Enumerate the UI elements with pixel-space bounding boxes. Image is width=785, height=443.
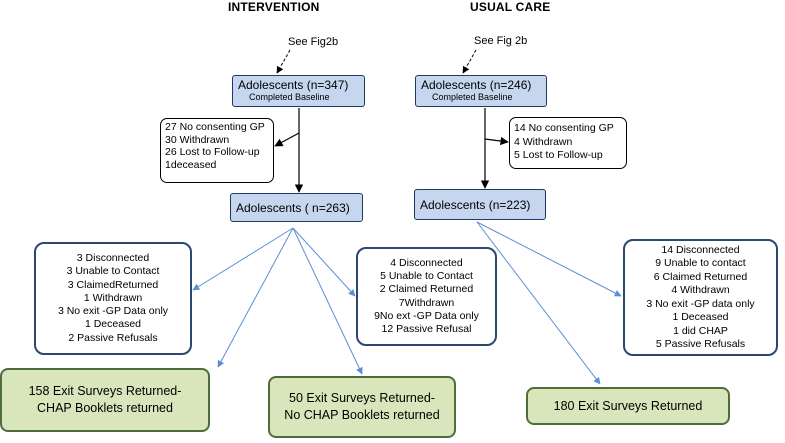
lost-item: 1 Withdrawn [83, 291, 143, 304]
intervention-lost-box-a: 3 Disconnected 3 Unable to Contact 3 Cla… [34, 242, 192, 355]
intervention-outcome-box-a: 158 Exit Surveys Returned- CHAP Booklets… [0, 368, 210, 432]
lost-item: 14 Disconnected [661, 243, 740, 256]
outcome-line: 158 Exit Surveys Returned- [28, 384, 182, 398]
outcome-line: 180 Exit Surveys Returned [553, 398, 703, 413]
intervention-lost-box-b: 4 Disconnected 5 Unable to Contact 2 Cla… [356, 247, 497, 346]
intervention-withdrawals-box: 27 No consenting GP 30 Withdrawn 26 Lost… [160, 118, 274, 183]
lost-item: 2 Claimed Returned [379, 283, 474, 296]
dashed-arrow-intervention [276, 49, 291, 74]
lost-item: 7Withdrawn [398, 296, 455, 309]
usual-care-followup-title: Adolescents (n=223) [420, 197, 531, 212]
dashed-arrow-usual-care [462, 49, 477, 74]
usual-care-lost-box: 14 Disconnected 9 Unable to contact 6 Cl… [623, 239, 778, 356]
see-fig-intervention: See Fig2b [288, 36, 339, 48]
heading-usual-care: USUAL CARE [470, 0, 551, 14]
usual-care-outcome-box: 180 Exit Surveys Returned [526, 387, 730, 425]
usual-care-withdrawal-item: 14 No consenting GP [514, 122, 614, 134]
see-fig-usual-care: See Fig 2b [474, 35, 528, 47]
lost-item: 3 ClaimedReturned [67, 278, 159, 291]
lost-item: 1 Deceased [84, 318, 142, 331]
intervention-withdrawal-item: 30 Withdrawn [165, 133, 230, 146]
arrow-int-to-lost-a [192, 227, 294, 291]
arrow-uc-to-outcome [476, 221, 601, 385]
intervention-baseline-box: Adolescents (n=347) Completed Baseline [232, 75, 365, 107]
arrow-uc-to-withdrawals [484, 136, 509, 146]
arrow-int-to-outcome-a [217, 227, 294, 368]
heading-intervention: INTERVENTION [228, 0, 320, 14]
intervention-withdrawal-item: 1deceased [165, 158, 217, 171]
lost-item: 6 Claimed Returned [653, 270, 748, 283]
lost-item: 1 Deceased [672, 311, 729, 323]
lost-item: 2 Passive Refusals [68, 331, 158, 344]
arrow-uc-to-lost [476, 221, 622, 297]
intervention-baseline-title: Adolescents (n=347) [238, 78, 349, 92]
lost-item: 1 did CHAP [673, 324, 728, 337]
arrow-int-to-lost-b [292, 227, 356, 297]
usual-care-withdrawals-box: 14 No consenting GP 4 Withdrawn 5 Lost t… [509, 117, 627, 169]
lost-item: 5 Passive Refusals [655, 338, 746, 350]
usual-care-baseline-subtitle: Completed Baseline [432, 92, 513, 102]
lost-item: 4 Disconnected [390, 256, 463, 269]
outcome-line: No CHAP Booklets returned [284, 408, 440, 422]
lost-item: 9 Unable to contact [655, 257, 746, 269]
intervention-withdrawal-item: 27 No consenting GP [165, 121, 265, 133]
usual-care-withdrawal-item: 5 Lost to Follow-up [514, 149, 603, 161]
lost-item: 5 Unable to Contact [380, 270, 473, 283]
arrow-int-to-outcome-b [292, 227, 363, 375]
lost-item: 12 Passive Refusal [381, 322, 472, 335]
lost-item: 4 Withdrawn [671, 284, 730, 296]
usual-care-baseline-box: Adolescents (n=246) Completed Baseline [415, 75, 547, 107]
usual-care-baseline-title: Adolescents (n=246) [421, 78, 532, 92]
lost-item: 3 No exit -GP data only [646, 297, 755, 310]
usual-care-withdrawal-item: 4 Withdrawn [514, 135, 573, 148]
usual-care-followup-box: Adolescents (n=223) [414, 189, 546, 220]
intervention-followup-title: Adolescents ( n=263) [236, 200, 350, 215]
intervention-baseline-subtitle: Completed Baseline [249, 92, 330, 102]
intervention-withdrawal-item: 26 Lost to Follow-up [165, 146, 260, 158]
lost-item: 3 Unable to Contact [66, 265, 160, 278]
intervention-followup-box: Adolescents ( n=263) [230, 193, 363, 222]
outcome-line: CHAP Booklets returned [37, 401, 173, 415]
outcome-line: 50 Exit Surveys Returned- [289, 391, 435, 405]
lost-item: 3 Disconnected [76, 252, 150, 265]
lost-item: 9No ext -GP Data only [374, 309, 479, 322]
intervention-outcome-box-b: 50 Exit Surveys Returned- No CHAP Bookle… [268, 376, 456, 438]
arrow-int-to-withdrawals [274, 132, 300, 147]
lost-item: 3 No exit -GP Data only [57, 305, 169, 318]
